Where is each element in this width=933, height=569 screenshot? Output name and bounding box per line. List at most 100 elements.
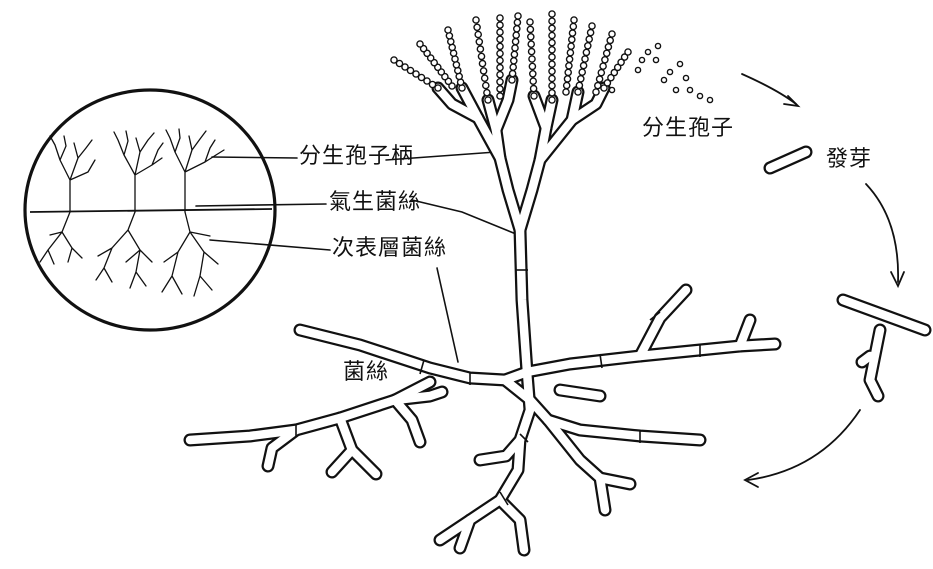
conidium-bead xyxy=(497,36,503,42)
arrow-right xyxy=(866,184,898,282)
conidium-bead xyxy=(527,26,533,32)
conidium-bead xyxy=(497,72,503,78)
conidium-bead xyxy=(625,49,631,55)
conidium-bead xyxy=(600,63,606,69)
label-conidia: 分生孢子 xyxy=(642,118,734,140)
germination-sequence xyxy=(770,152,925,396)
released-conidium xyxy=(645,49,650,54)
conidium-bead xyxy=(497,65,503,71)
leader-conidiophore-left xyxy=(212,157,297,158)
conidium-bead xyxy=(497,86,503,92)
conidium-bead xyxy=(575,89,581,95)
conidium-bead xyxy=(476,39,482,45)
conidium-bead xyxy=(417,41,423,47)
conidium-bead xyxy=(530,71,536,77)
conidium-bead xyxy=(515,13,521,19)
released-conidium xyxy=(639,57,644,62)
conidium-bead xyxy=(510,64,516,70)
conidium-bead xyxy=(607,37,613,43)
main-mycelium xyxy=(190,80,775,550)
conidium-bead xyxy=(578,76,584,82)
released-conidium xyxy=(653,57,658,62)
conidium-bead xyxy=(549,61,555,67)
leader-subsurface-right xyxy=(437,268,458,362)
conidium-bead xyxy=(391,57,397,63)
septa xyxy=(296,270,700,505)
conidium-bead xyxy=(566,63,572,69)
conidium-bead xyxy=(514,26,520,32)
conidium-bead xyxy=(511,51,517,57)
conidium-bead xyxy=(586,36,592,42)
conidium-bead xyxy=(604,50,610,56)
conidium-bead xyxy=(567,56,573,62)
conidium-bead xyxy=(529,49,535,55)
conidium-bead xyxy=(565,69,571,75)
conidium-bead xyxy=(475,31,481,37)
conidium-bead xyxy=(529,63,535,69)
conidium-bead xyxy=(531,93,537,99)
conidium-bead xyxy=(531,86,537,92)
conidium-bead xyxy=(609,31,615,37)
conidium-bead xyxy=(509,71,515,77)
conidium-bead xyxy=(549,83,555,89)
conidium-bead xyxy=(530,78,536,84)
conidium-bead xyxy=(514,19,520,25)
conidium-bead xyxy=(497,50,503,56)
conidium-bead xyxy=(549,97,555,103)
conidium-bead xyxy=(581,63,587,69)
conidium-bead xyxy=(549,32,555,38)
conidium-bead xyxy=(484,90,490,96)
conidium-bead xyxy=(579,69,585,75)
released-conidium xyxy=(687,87,692,92)
conidium-bead xyxy=(445,27,451,33)
conidium-bead xyxy=(549,40,555,46)
label-hyphae: 菌絲 xyxy=(343,362,389,384)
conidium-bead xyxy=(549,25,555,31)
conidium-bead xyxy=(497,79,503,85)
released-conidium xyxy=(635,67,640,72)
released-conidium xyxy=(673,87,678,92)
conidium-bead xyxy=(583,49,589,55)
conidium-bead xyxy=(549,47,555,53)
conidium-bead xyxy=(570,23,576,29)
conidium-bead xyxy=(479,61,485,67)
conidium-bead xyxy=(485,97,491,103)
label-conidiophore: 分生孢子柄 xyxy=(299,146,414,168)
conidium-bead xyxy=(549,18,555,24)
conidium-bead xyxy=(567,50,573,56)
arrow-top xyxy=(742,74,796,104)
conidium-bead xyxy=(483,82,489,88)
conidium-bead xyxy=(549,68,555,74)
conidium-bead xyxy=(576,82,582,88)
label-subsurface-hyphae: 次表層菌絲 xyxy=(332,238,447,260)
conidium-bead xyxy=(529,56,535,62)
conidium-bead xyxy=(564,82,570,88)
conidium-bead xyxy=(481,68,487,74)
conidium-bead xyxy=(497,57,503,63)
conidium-bead xyxy=(497,29,503,35)
conidium-bead xyxy=(512,45,518,51)
conidium-bead xyxy=(585,43,591,49)
conidium-bead xyxy=(474,24,480,30)
label-aerial-hyphae: 氣生菌絲 xyxy=(329,192,421,214)
conidium-bead xyxy=(598,70,604,76)
conidium-bead xyxy=(571,17,577,23)
conidium-bead xyxy=(588,29,594,35)
released-conidium xyxy=(683,75,688,80)
conidium-bead xyxy=(513,32,519,38)
conidium-bead xyxy=(582,56,588,62)
conidium-bead xyxy=(473,17,479,23)
released-conidium xyxy=(707,97,712,102)
conidium-bead xyxy=(549,90,555,96)
conidium-bead xyxy=(497,43,503,49)
conidium-bead xyxy=(549,54,555,60)
released-conidium xyxy=(661,77,666,82)
released-conidium xyxy=(677,61,682,66)
conidium-bead xyxy=(593,89,599,95)
conidium-bead xyxy=(528,41,534,47)
label-germination: 發芽 xyxy=(826,149,872,171)
conidium-bead xyxy=(589,23,595,29)
released-conidium xyxy=(655,43,660,48)
conidium-bead xyxy=(482,75,488,81)
conidium-bead xyxy=(509,77,515,83)
